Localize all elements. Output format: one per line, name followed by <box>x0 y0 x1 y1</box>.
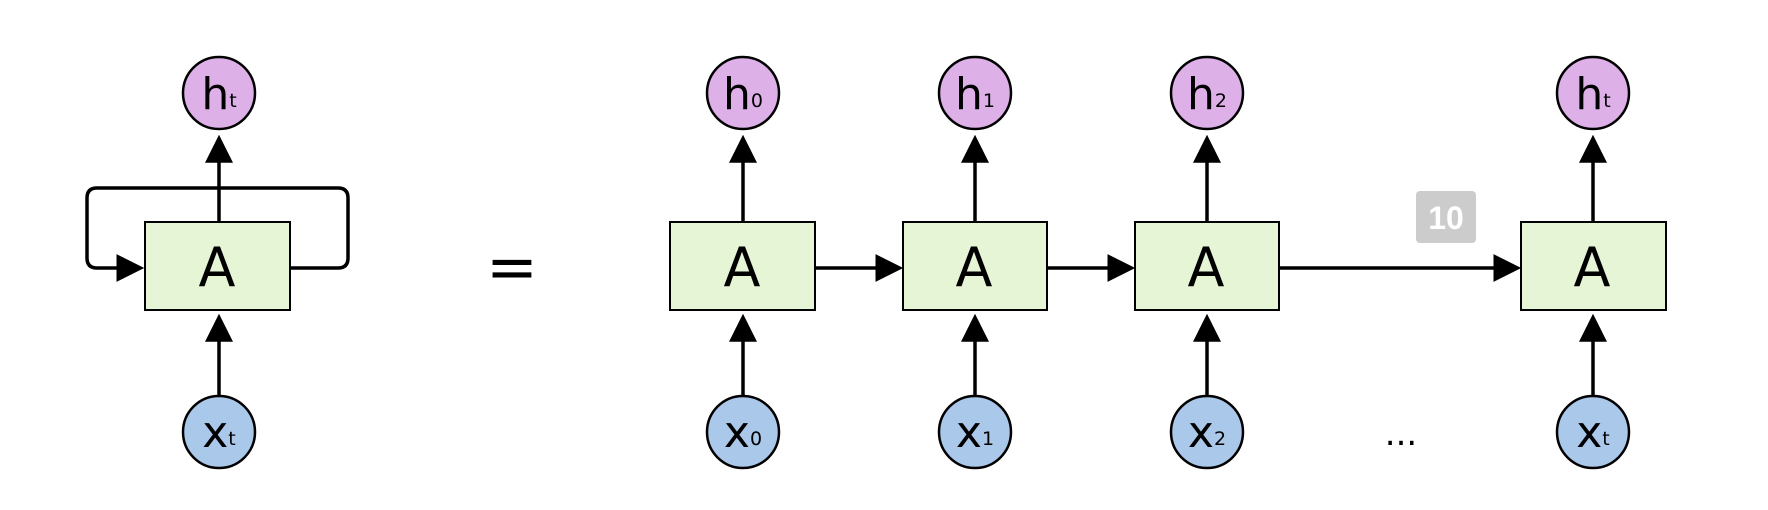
input-node-label: x0 <box>724 407 762 458</box>
input-node-label: xt <box>202 407 236 458</box>
output-node <box>181 55 257 131</box>
output-node-label: ht <box>201 69 236 120</box>
input-node <box>1169 394 1245 470</box>
input-node-label: x1 <box>956 407 994 458</box>
output-node <box>705 55 781 131</box>
output-node <box>1169 55 1245 131</box>
output-node-label: h0 <box>723 69 763 120</box>
rolled-rnn: A ht xt <box>85 55 350 470</box>
rnn-cell <box>669 221 816 311</box>
rnn-cell <box>1134 221 1280 311</box>
input-node <box>181 394 257 470</box>
cell-label: A <box>199 236 236 299</box>
cell-label: A <box>1574 236 1611 299</box>
rnn-cell <box>144 221 291 311</box>
cell-label: A <box>1188 236 1225 299</box>
cell-label: A <box>724 236 761 299</box>
rnn-cell <box>902 221 1048 311</box>
input-node <box>705 394 781 470</box>
output-node-label: ht <box>1575 69 1610 120</box>
output-node-label: h2 <box>1187 69 1227 120</box>
badge-background <box>1416 191 1476 243</box>
output-node <box>937 55 1013 131</box>
ellipsis: ... <box>1385 414 1417 454</box>
unrolled-step-t: A ht xt <box>1520 55 1667 470</box>
unrolled-rnn: A h0 x0 A h1 x1 A h2 x2 <box>669 55 1667 470</box>
rnn-cell <box>1520 221 1667 311</box>
input-node-label: x2 <box>1188 407 1226 458</box>
input-node <box>937 394 1013 470</box>
input-node-label: xt <box>1576 407 1610 458</box>
number-badge: 10 <box>1416 191 1476 243</box>
unrolled-step-0: A h0 x0 <box>669 55 816 470</box>
output-node <box>1555 55 1631 131</box>
unrolled-step-2: A h2 x2 <box>1134 55 1280 470</box>
badge-text: 10 <box>1428 200 1464 236</box>
cell-label: A <box>956 236 993 299</box>
unrolled-step-1: A h1 x1 <box>902 55 1048 470</box>
output-node-label: h1 <box>955 69 995 120</box>
equals-sign: = <box>486 230 538 303</box>
input-node <box>1555 394 1631 470</box>
